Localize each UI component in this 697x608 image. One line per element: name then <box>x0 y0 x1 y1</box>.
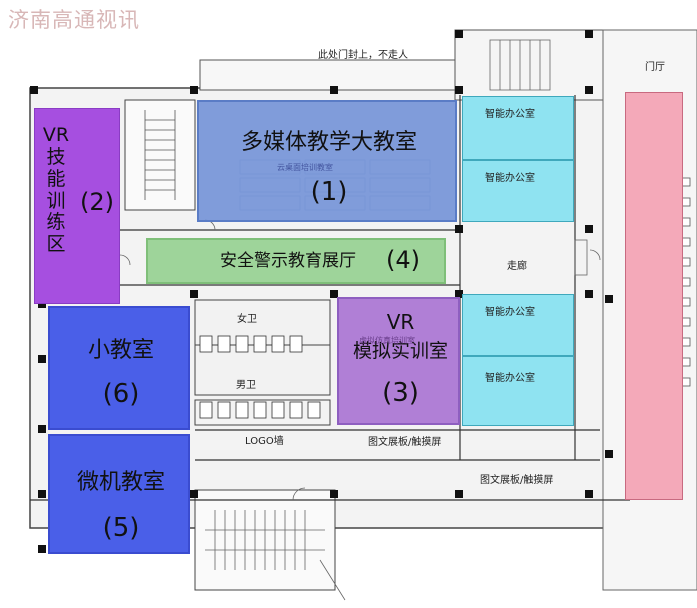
toilet-fixtures <box>199 335 321 419</box>
corridor-label: 走廊 <box>507 261 527 272</box>
logo-wall-label: LOGO墙 <box>245 436 284 447</box>
vr-skill-char-4: 训 <box>46 189 66 212</box>
zone-vr-simulation: VR 模拟实训室 (3) 虚拟仿真培训室 <box>337 297 460 425</box>
watermark-text: 济南高通视讯 <box>8 8 140 32</box>
vr-skill-char-2: 技 <box>46 145 66 168</box>
stair-top-steps <box>144 110 176 200</box>
vr-sim-faint-label: 虚拟仿真培训室 <box>359 336 415 345</box>
vr-skill-number: (2) <box>80 188 114 216</box>
vr-sim-title-line1: VR <box>386 310 415 334</box>
walls <box>30 95 630 501</box>
smart-office-2-label: 智能办公室 <box>485 173 535 184</box>
smart-office-3-label: 智能办公室 <box>485 307 535 318</box>
lobby-label: 门厅 <box>645 62 665 73</box>
display-board-label-2: 图文展板/触摸屏 <box>480 475 554 486</box>
computer-class-title: 微机教室 <box>76 470 165 495</box>
vr-skill-char-5: 练 <box>46 211 66 234</box>
stair-top <box>124 99 196 211</box>
lobby-hall-zone <box>625 92 683 500</box>
zone-small-classroom: 小教室 (6) <box>48 306 190 430</box>
multimedia-title: 多媒体教学大教室 <box>240 130 417 155</box>
sealed-door-note: 此处门封上，不走人 <box>318 50 408 61</box>
computer-class-number: (5) <box>102 513 140 543</box>
safety-title: 安全警示教育展厅 <box>220 251 356 271</box>
small-class-number: (6) <box>102 379 140 409</box>
stair-top-right <box>489 39 551 91</box>
smart-office-3: 智能办公室 <box>462 294 574 356</box>
structural-columns <box>30 30 613 553</box>
smart-office-1-label: 智能办公室 <box>485 109 535 120</box>
vr-sim-number: (3) <box>382 378 419 408</box>
vr-skill-char-6: 区 <box>46 233 66 256</box>
male-toilet-label: 男卫 <box>236 380 256 391</box>
multimedia-number: (1) <box>310 177 348 207</box>
vr-skill-char-3: 能 <box>46 167 66 190</box>
vr-skill-char-1: VR <box>42 124 70 146</box>
zone-safety-exhibition: 安全警示教育展厅 (4) <box>146 238 446 284</box>
vr-sim-title-line2: 模拟实训室 <box>352 340 448 362</box>
multimedia-faint-label: 云桌面培训教室 <box>277 163 333 172</box>
small-class-title: 小教室 <box>87 338 154 363</box>
female-toilet-label: 女卫 <box>237 314 257 325</box>
smart-office-1: 智能办公室 <box>462 96 574 160</box>
stair-bottom-steps <box>205 510 346 601</box>
zone-computer-classroom: 微机教室 (5) <box>48 434 190 554</box>
vr-skill-title: VR 技 能 训 练 区 <box>41 124 71 256</box>
smart-office-4: 智能办公室 <box>462 356 574 426</box>
display-board-label-1: 图文展板/触摸屏 <box>368 437 442 448</box>
safety-number: (4) <box>386 246 420 274</box>
zone-multimedia-classroom: 多媒体教学大教室 (1) 云桌面培训教室 <box>197 100 457 222</box>
smart-office-4-label: 智能办公室 <box>485 373 535 384</box>
smart-office-2: 智能办公室 <box>462 160 574 222</box>
zone-vr-skill-training: VR 技 能 训 练 区 (2) <box>34 108 120 304</box>
